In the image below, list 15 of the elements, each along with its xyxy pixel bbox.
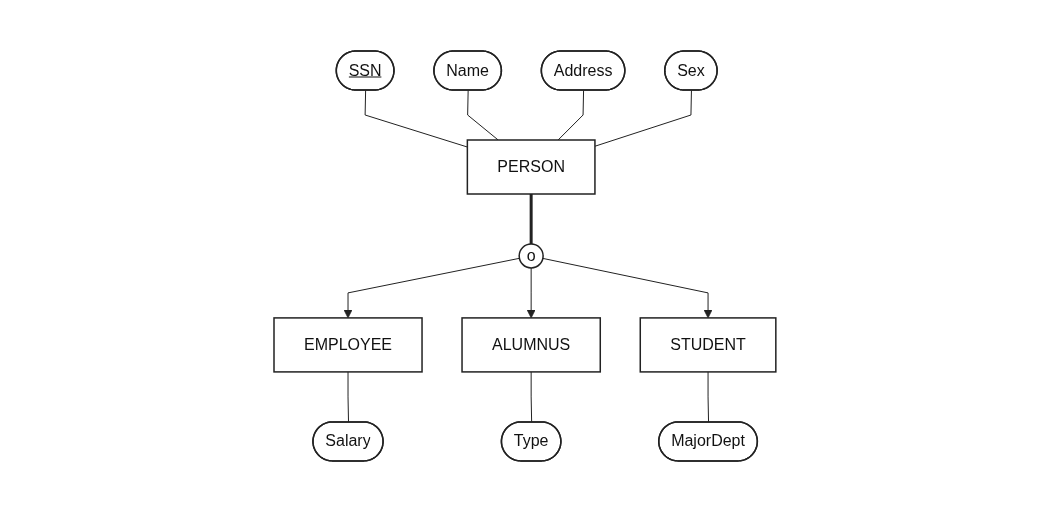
node-box: PERSON: [466, 138, 596, 195]
connector: [364, 89, 468, 148]
connector: [529, 193, 533, 244]
connector: [467, 89, 499, 141]
arrow: [343, 257, 520, 318]
node-box: STUDENT: [639, 316, 777, 373]
connector: [557, 89, 585, 141]
arrow: [542, 257, 713, 318]
node-box: EMPLOYEE: [273, 316, 423, 373]
node-circle: o: [518, 242, 544, 269]
connector: [530, 370, 533, 423]
connector: [347, 370, 350, 423]
connector: [707, 370, 710, 423]
arrow: [526, 266, 536, 318]
node-box: ALUMNUS: [461, 316, 602, 373]
